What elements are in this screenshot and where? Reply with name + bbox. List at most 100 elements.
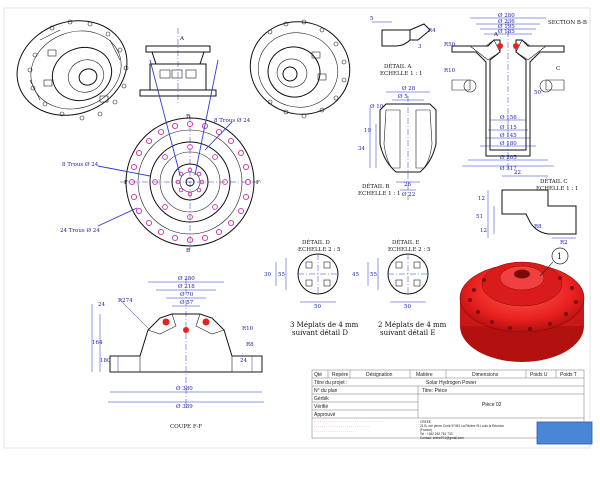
detail-b-dim-4: 34 xyxy=(358,146,365,152)
tb-drawn-label: Gérbik xyxy=(314,396,329,402)
section-bb-dim-4: Ø 156 xyxy=(500,114,517,121)
section-bb-dim-9: Ø 317 xyxy=(500,165,517,172)
tb-small-note-2: · · · · · · · · · · · · · · · · · · · · … xyxy=(314,425,370,429)
detail-b-dim-2: Ø 5 xyxy=(398,93,408,100)
detail-e-dim-2: 50 xyxy=(404,304,411,310)
detail-e-dim-0: 45 xyxy=(352,272,359,278)
detail-e-note-line2: suivant détail E xyxy=(380,329,435,337)
section-bb-dim-3: Ø 185 xyxy=(498,28,515,35)
section-ff-dim-11: 164 xyxy=(92,340,103,346)
render-3d-red-part: 1 xyxy=(459,247,585,362)
detail-c-dim-0: 22 xyxy=(514,170,521,176)
isometric-view-left xyxy=(16,19,129,121)
label-b-top: B xyxy=(186,114,190,120)
section-ff-dim-10: 24 xyxy=(240,358,247,364)
title-block: Qté Repère Désignation Matière Dimension… xyxy=(311,369,585,440)
tb-company-email: Contact: creee974@gmail.com xyxy=(420,436,464,440)
detail-c-dim-3: 51 xyxy=(476,214,483,220)
bolt-holes-inner xyxy=(175,167,205,197)
tb-small-note-1: · · · · · · · · · · · · · · · · · · · · … xyxy=(314,420,383,424)
detail-d-dim-1: 55 xyxy=(278,272,285,278)
detail-e-scale: ECHELLE 2 : 5 xyxy=(388,247,431,253)
tb-plan-label: N° du plan xyxy=(314,388,338,394)
tb-verified-label: Vérifié xyxy=(314,404,328,410)
section-bb-dim-8: Ø 205 xyxy=(500,154,517,161)
section-ff-dim-1: Ø 218 xyxy=(178,283,195,290)
sheet-border xyxy=(3,7,591,449)
section-bb-dim-11: R10 xyxy=(444,68,456,74)
tb-company-name: CREEE xyxy=(420,420,431,424)
tb-small-note-3: · · · · · · · · · · · · · · · · · · · · … xyxy=(314,430,354,434)
holes-left-label: 8 Trous Ø 24 xyxy=(62,161,99,168)
detail-a: 5 R4 3 DÉTAIL A ECHELLE 1 : 1 xyxy=(370,16,436,77)
detail-e-dim-1: 55 xyxy=(370,272,377,278)
tb-header-dimensions: Dimensions xyxy=(472,372,499,378)
detail-a-dim-2: 3 xyxy=(418,44,422,50)
tb-header-designation: Désignation xyxy=(366,372,393,378)
label-b-bottom: B xyxy=(186,248,190,254)
detail-d-dim-2: 50 xyxy=(314,304,321,310)
render-callout-circle xyxy=(551,247,569,265)
detail-a-dim-0: 5 xyxy=(370,16,374,22)
detail-c: 22 R8 12 51 12 R2 DÉTAIL C ECHELLE 1 : 1 xyxy=(476,170,578,246)
detail-d-note-line1: 3 Méplats de 4 mm xyxy=(290,321,359,329)
section-bb-dim-1: Ø 236 xyxy=(498,18,515,25)
section-ff: Ø 280 Ø 218 Ø 70 Ø 57 Ø 380 Ø 389 R274 R… xyxy=(91,275,264,430)
detail-c-title: DÉTAIL C xyxy=(540,177,568,185)
section-bb-dim-13: C xyxy=(556,66,560,72)
section-ff-dim-0: Ø 280 xyxy=(178,275,195,282)
isometric-view-right xyxy=(249,19,351,119)
detail-b: Ø 28 Ø 10 Ø 5 Ø 22 34 19 26 DÉTAIL B ECH… xyxy=(358,85,437,200)
tb-approved-label: Approuvé xyxy=(314,412,336,418)
section-bb-dim-10: R50 xyxy=(444,42,456,48)
detail-b-scale: ECHELLE 1 : 1 xyxy=(358,191,400,197)
detail-b-dim-5: 19 xyxy=(364,128,371,134)
detail-b-dim-1: Ø 10 xyxy=(370,103,384,110)
tb-company-country: (France) xyxy=(420,428,432,432)
tb-project-value: Solar Hydrogen Power xyxy=(426,380,477,386)
section-bb-dim-7: Ø 180 xyxy=(500,140,517,147)
tb-company-phone: Tel : +262 262 751 733 xyxy=(420,432,453,436)
detail-e: 45 55 50 DÉTAIL E ECHELLE 2 : 5 2 Méplat… xyxy=(352,238,447,337)
detail-d-note-line2: suivant détail D xyxy=(292,329,348,337)
tb-piece-value: Pièce 02 xyxy=(482,402,502,408)
section-ff-dim-4: Ø 380 xyxy=(176,385,193,392)
section-ff-title: COUPE F-F xyxy=(170,424,202,430)
section-ff-dim-7: R10 xyxy=(242,326,254,332)
detail-a-dim-1: R4 xyxy=(428,28,436,34)
section-bb: Ø 280 Ø 236 Ø 195 Ø 185 Ø 156 Ø 115 Ø 14… xyxy=(444,12,587,172)
detail-a-scale: ECHELLE 1 : 1 xyxy=(380,71,422,77)
label-f-right: F xyxy=(256,180,260,186)
section-ff-dim-8: R8 xyxy=(246,342,254,348)
tb-header-qte: Qté xyxy=(314,372,322,378)
section-bb-dim-0: Ø 280 xyxy=(498,12,515,19)
detail-c-dim-2: 12 xyxy=(478,196,485,202)
detail-e-title: DÉTAIL E xyxy=(392,238,419,246)
detail-d-title: DÉTAIL D xyxy=(302,238,330,246)
detail-d-scale: ECHELLE 2 : 5 xyxy=(298,247,341,253)
section-ff-dim-12: 180 xyxy=(100,358,111,364)
detail-c-dim-1: R8 xyxy=(534,224,542,230)
front-view: F F B B 8 Trous Ø 24 8 Trous Ø 24 24 Tro… xyxy=(60,59,262,254)
section-bb-dim-14: A xyxy=(493,32,499,38)
tb-company-address: 21 B, rue pierre Curie 97451 La Rivière … xyxy=(420,424,504,428)
section-ff-dim-2: Ø 70 xyxy=(180,291,194,298)
tb-project-label: Titre du projet : xyxy=(314,380,347,386)
blue-rectangle xyxy=(536,421,593,445)
detail-c-dim-4: 12 xyxy=(480,228,487,234)
bolt-holes-outer xyxy=(128,120,252,244)
section-ff-dim-3: Ø 57 xyxy=(180,299,194,306)
section-bb-dim-12: 50 xyxy=(534,90,541,96)
bolt-holes-middle xyxy=(152,144,228,220)
section-ff-dim-9: 24 xyxy=(98,302,105,308)
tb-header-repere: Repère xyxy=(332,372,349,378)
section-bb-title: SECTION B-B xyxy=(548,20,587,26)
label-f-left: F xyxy=(124,180,128,186)
detail-d: 30 55 50 DÉTAIL D ECHELLE 2 : 5 3 Méplat… xyxy=(264,238,359,337)
tb-header-poids-u: Poids U xyxy=(530,372,548,378)
section-ff-dim-5: Ø 389 xyxy=(176,403,193,410)
holes-top-label: 8 Trous Ø 24 xyxy=(214,117,251,124)
detail-d-dim-0: 30 xyxy=(264,272,271,278)
tb-header-matiere: Matière xyxy=(416,372,433,378)
tb-title-label: Titre: Pièce xyxy=(422,388,447,394)
